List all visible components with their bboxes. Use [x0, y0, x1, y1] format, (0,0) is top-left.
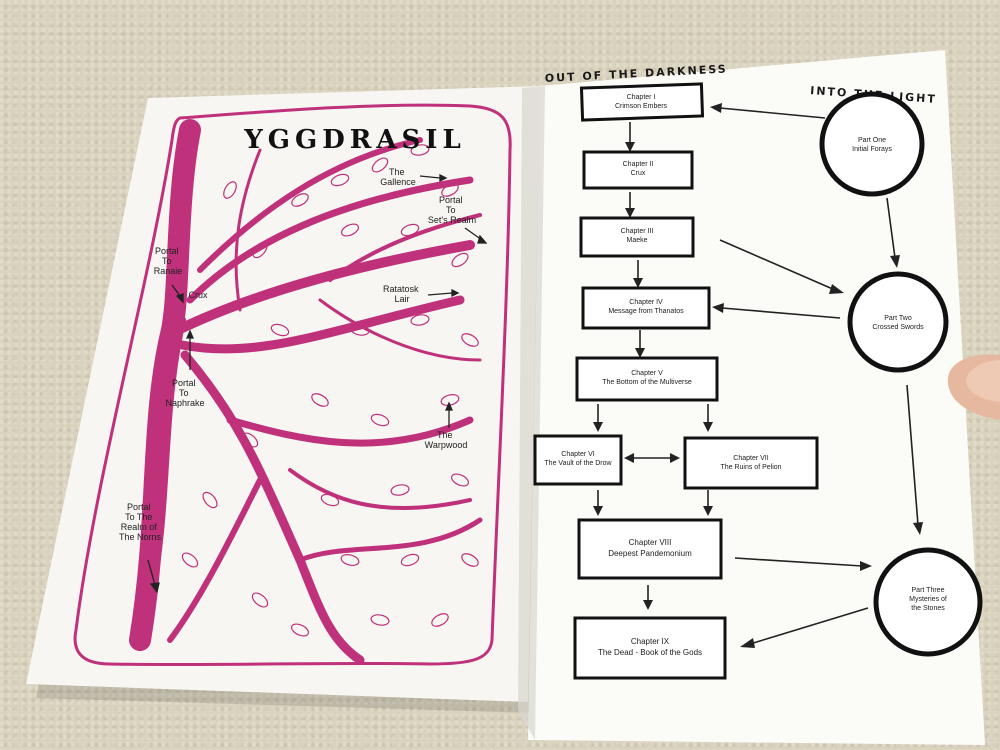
label-portal-ranaie: Portal To Ranaie — [154, 246, 183, 276]
yggdrasil-illustration: YGGDRASIL The Gallence Portal To Set's R… — [73, 103, 512, 667]
illustration-labels: The Gallence Portal To Set's Realm Porta… — [119, 167, 476, 542]
label-crux: Crux — [188, 290, 208, 300]
tree-leaves — [181, 144, 479, 637]
label-arrows — [147, 173, 488, 594]
illustration-title: YGGDRASIL — [243, 125, 466, 155]
label-ratatosk-lair: Ratatosk Lair — [383, 284, 421, 304]
label-portal-realm-of-norns: Portal To The Realm of The Norns — [119, 502, 162, 542]
label-the-warpwood: The Warpwood — [425, 430, 468, 450]
label-portal-sets-realm: Portal To Set's Realm — [428, 195, 476, 225]
flowchart: OUT OF THE DARKNESS INTO THE LIGHT — [533, 62, 983, 680]
label-the-gallence: The Gallence — [380, 167, 416, 187]
flow-arrows — [593, 103, 923, 648]
label-portal-naphrake: Portal To Naphrake — [165, 378, 204, 408]
thumb — [947, 354, 1000, 420]
illustration-frame — [73, 103, 512, 667]
book-gutter — [518, 86, 545, 740]
